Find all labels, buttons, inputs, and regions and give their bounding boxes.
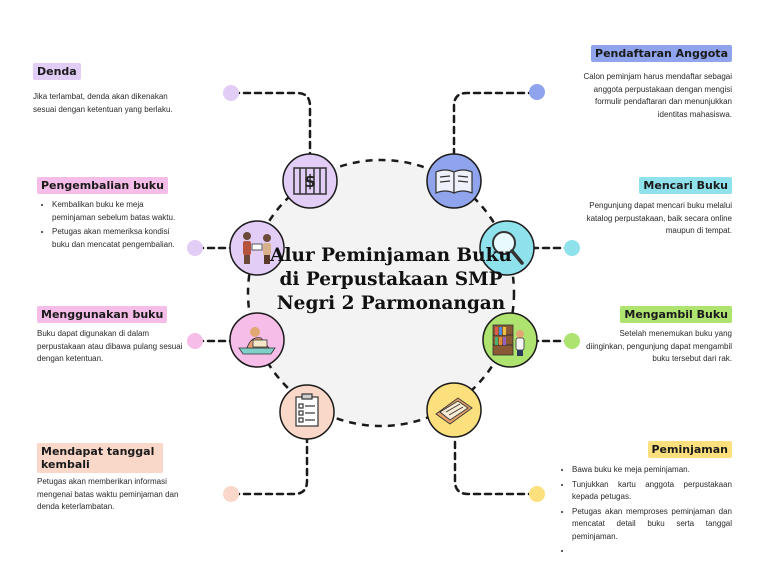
dot-pengembalian (187, 240, 203, 256)
desc-mencari: Pengunjung dapat mencari buku melalui ka… (586, 201, 732, 235)
dot-mengambil (564, 333, 580, 349)
desc-mengambil: Setelah menemukan buku yang diinginkan, … (586, 329, 732, 363)
desc-denda: Jika terlambat, denda akan dikenakan ses… (33, 92, 173, 114)
list-item: Bawa buku ke meja peminjaman. (572, 464, 732, 477)
label-pendaftaran: Pendaftaran Anggota (591, 45, 732, 62)
list-item: Petugas akan memeriksa kondisi buku dan … (52, 226, 188, 251)
reading-person-icon (238, 327, 276, 355)
node-mendapat (279, 384, 335, 440)
desc-mendapat: Petugas akan memberikan informasi mengen… (37, 477, 179, 511)
label-pengembalian: Pengembalian buku (37, 177, 168, 194)
open-book-icon (435, 169, 473, 194)
node-peminjaman (426, 382, 482, 438)
list-item: Kembalikan buku ke meja peminjaman sebel… (52, 199, 188, 224)
dot-pendaftaran (529, 84, 545, 100)
node-mencari (479, 220, 535, 276)
dot-peminjaman (529, 486, 545, 502)
dot-denda (223, 85, 239, 101)
label-denda: Denda (33, 63, 81, 80)
dot-mencari (564, 240, 580, 256)
list-item (572, 545, 732, 558)
dot-menggunakan (187, 333, 203, 349)
node-pendaftaran (426, 153, 482, 209)
desc-menggunakan: Buku dapat digunakan di dalam perpustaka… (37, 329, 183, 363)
svg-text:$: $ (304, 172, 316, 192)
node-menggunakan (229, 312, 285, 368)
node-pengembalian (229, 220, 285, 276)
books-stack-icon (435, 397, 473, 425)
connector-pendaftaran (452, 91, 537, 158)
node-denda: $ (282, 153, 338, 209)
checklist-icon (295, 393, 319, 427)
people-exchange-icon (243, 232, 271, 264)
label-mengambil: Mengambil Buku (620, 306, 732, 323)
list-item: Petugas akan memproses peminjaman dan me… (572, 506, 732, 544)
bookshelf-icon (492, 324, 525, 356)
connector-denda (231, 91, 312, 158)
label-mendapat: Mendapat tanggal kembali (37, 443, 163, 473)
list-pengembalian: Kembalikan buku ke meja peminjaman sebel… (40, 199, 188, 253)
dot-mendapat (223, 486, 239, 502)
list-item: Tunjukkan kartu anggota perpustakaan kep… (572, 479, 732, 504)
desc-pendaftaran: Calon peminjam harus mendaftar sebagai a… (583, 72, 732, 119)
label-peminjaman: Peminjaman (647, 441, 732, 458)
endpoint-dots (187, 84, 580, 502)
center-circle (246, 158, 516, 428)
magnifier-icon (492, 231, 524, 265)
diagram-title: Alur Peminjaman Buku di Perpustakaan SMP… (270, 245, 512, 314)
label-mencari: Mencari Buku (639, 177, 732, 194)
node-mengambil (482, 312, 538, 368)
money-jail-icon: $ (293, 167, 327, 195)
label-menggunakan: Menggunakan buku (37, 306, 168, 323)
connector-peminjaman (453, 436, 537, 496)
list-peminjaman: Bawa buku ke meja peminjaman. Tunjukkan … (560, 464, 732, 560)
connector-mendapat (231, 436, 309, 496)
